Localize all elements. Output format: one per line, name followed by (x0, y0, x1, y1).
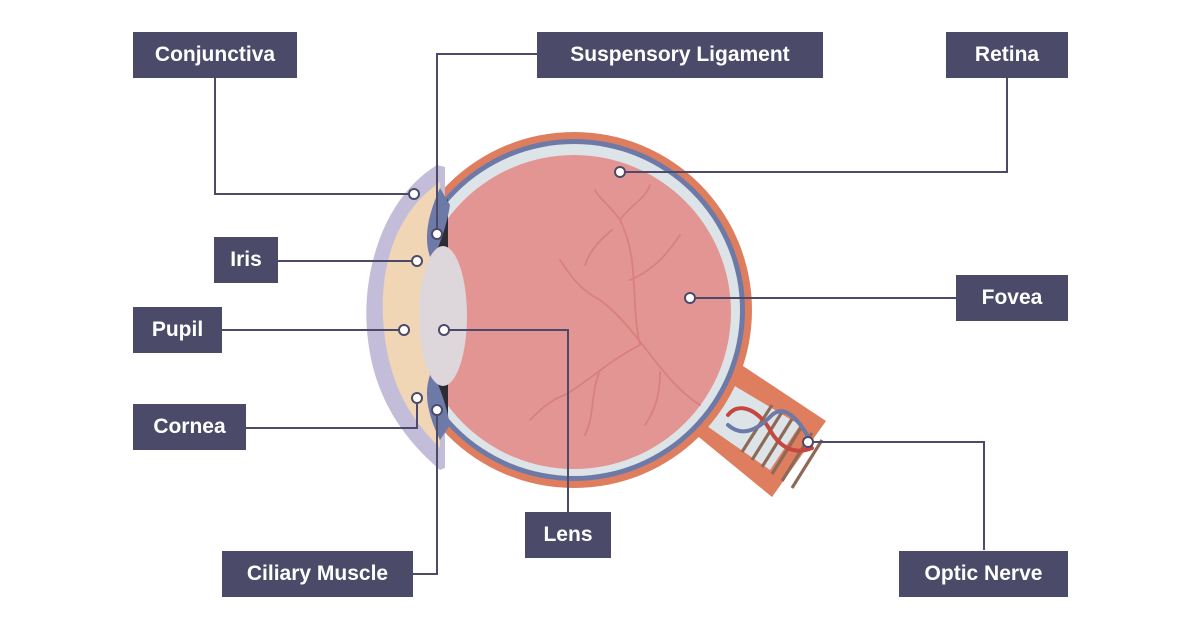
leader-lines (214, 53, 1008, 575)
label-conjunctiva: Conjunctiva (133, 32, 297, 78)
marker-cornea (411, 392, 423, 404)
label-optic-nerve: Optic Nerve (899, 551, 1068, 597)
leader-ciliary-muscle (413, 410, 438, 575)
marker-retina (614, 166, 626, 178)
label-fovea: Fovea (956, 275, 1068, 321)
lens-shape (419, 246, 467, 386)
label-iris: Iris (214, 237, 278, 283)
leader-retina (620, 78, 1008, 173)
label-pupil: Pupil (133, 307, 222, 353)
leader-lens (444, 329, 569, 512)
marker-pupil (398, 324, 410, 336)
vitreous-body (417, 155, 731, 469)
label-retina: Retina (946, 32, 1068, 78)
marker-dots (398, 166, 814, 448)
marker-ciliary-muscle (431, 404, 443, 416)
marker-iris (411, 255, 423, 267)
blood-vessels (529, 184, 701, 436)
leader-optic-nerve (808, 441, 985, 550)
leader-suspensory-ligament (436, 53, 537, 234)
leader-cornea (246, 398, 418, 429)
label-cornea: Cornea (133, 404, 246, 450)
optic-vessels (726, 406, 814, 453)
marker-conjunctiva (408, 188, 420, 200)
marker-lens (438, 324, 450, 336)
label-lens: Lens (525, 512, 611, 558)
label-suspensory-ligament: Suspensory Ligament (537, 32, 823, 78)
aqueous-humour (382, 182, 440, 448)
marker-suspensory-ligament (431, 228, 443, 240)
iris-upper (426, 188, 450, 262)
marker-fovea (684, 292, 696, 304)
leader-conjunctiva (214, 78, 414, 195)
marker-optic-nerve (802, 436, 814, 448)
label-ciliary-muscle: Ciliary Muscle (222, 551, 413, 597)
